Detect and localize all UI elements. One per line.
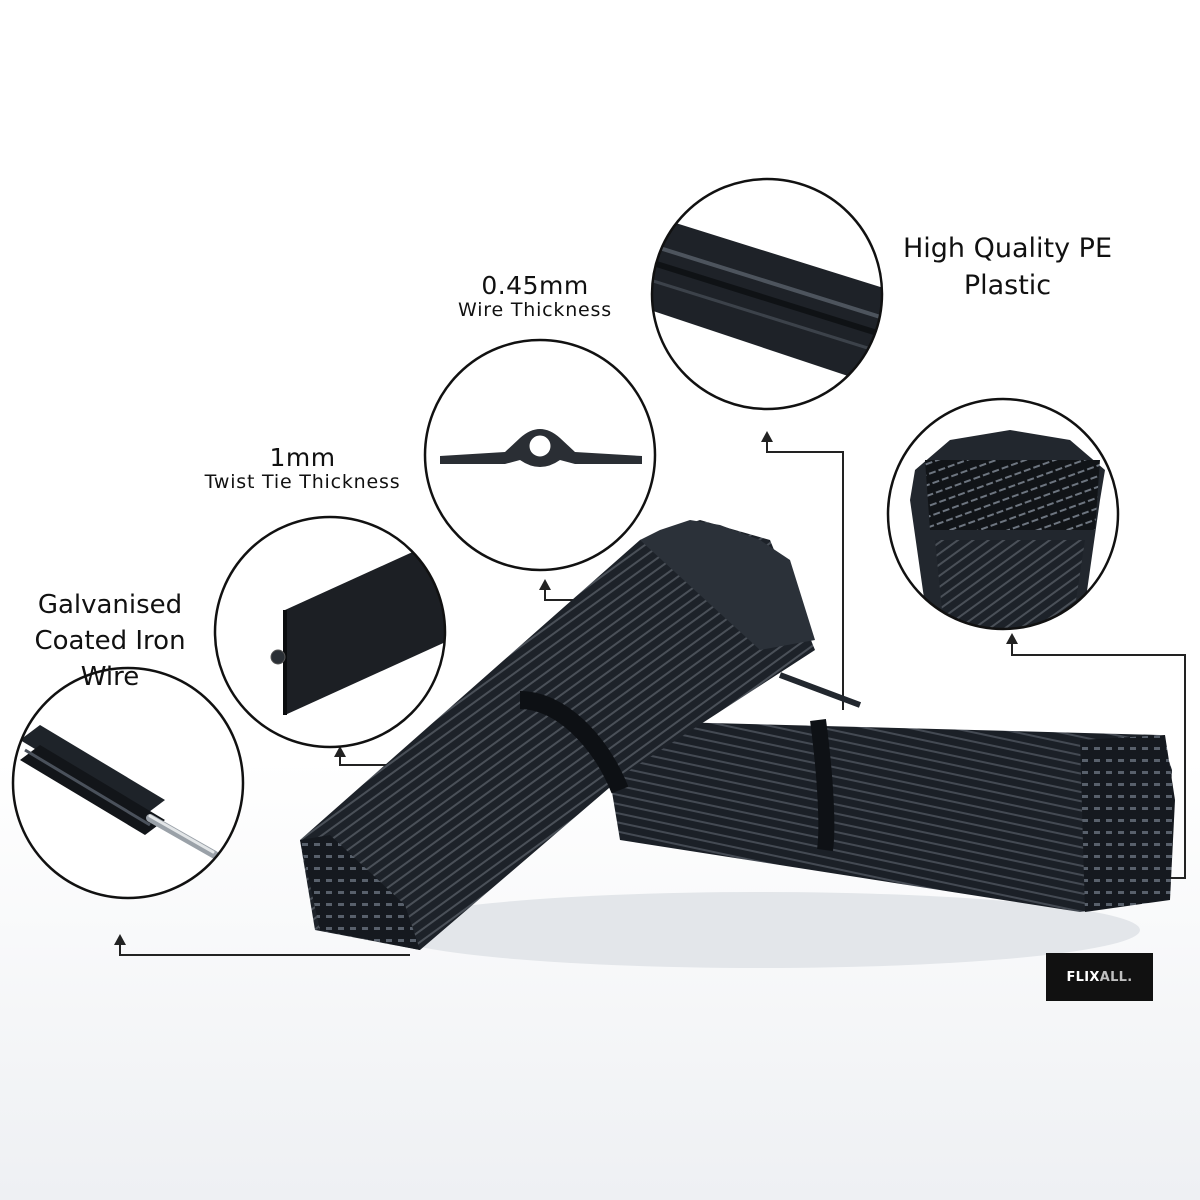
front-tie-bundle: [300, 520, 815, 950]
pe-plastic-line-2: Plastic: [963, 270, 1052, 302]
pe-plastic-detail: [650, 177, 884, 411]
bundle-shadow: [380, 892, 1140, 968]
pe-plastic-line-1: High Quality PE: [902, 233, 1113, 264]
wire-thickness-label: 0.45mm Wire Thickness: [435, 272, 635, 321]
wire-cross-section-detail: [423, 338, 657, 572]
galvanised-wire-label: Galvanised Coated Iron Wire: [10, 588, 210, 696]
galvanised-wire-detail: [11, 666, 245, 900]
wire-thickness-value: 0.45mm: [481, 271, 589, 300]
twist-tie-caption: Twist Tie Thickness: [204, 471, 401, 493]
pe-plastic-label: High Quality PE Plastic: [880, 230, 1135, 305]
galvanised-line-1: Galvanised: [37, 590, 183, 620]
logo-flix: FLIX: [1066, 969, 1100, 985]
twist-tie-thickness-detail: [213, 515, 447, 749]
back-tie-bundle: [600, 672, 1175, 912]
logo-all: ALL.: [1099, 969, 1133, 985]
connector-arrows: [114, 431, 1018, 945]
galvanised-line-3: Wire: [80, 661, 140, 692]
twist-tie-value: 1mm: [269, 443, 336, 472]
wire-thickness-caption: Wire Thickness: [458, 299, 612, 321]
twist-tie-thickness-label: 1mm Twist Tie Thickness: [185, 444, 420, 493]
bundle-ends-detail: [886, 397, 1120, 631]
galvanised-line-2: Coated Iron: [34, 625, 186, 656]
